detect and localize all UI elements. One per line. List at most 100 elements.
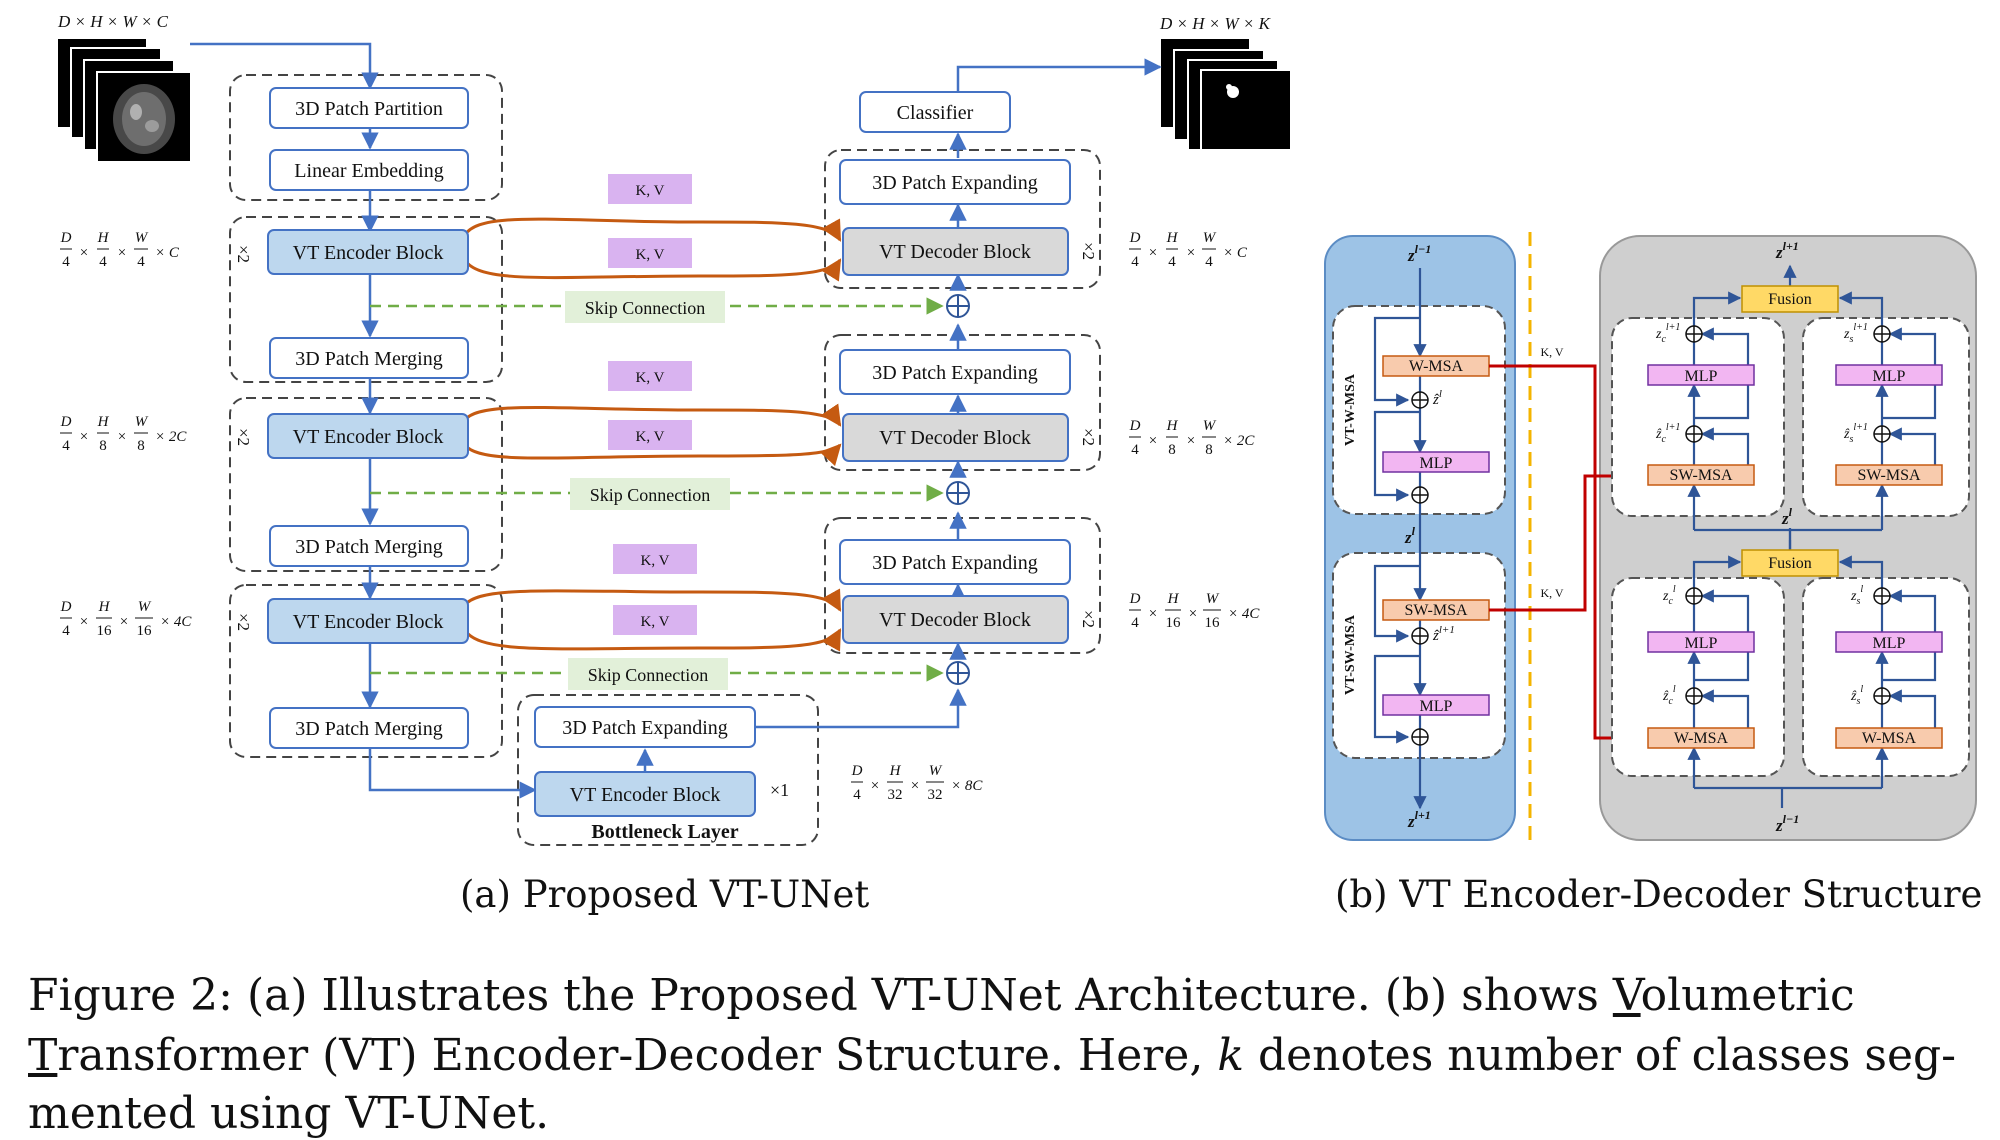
svg-text:H: H bbox=[889, 763, 902, 779]
svg-text:16: 16 bbox=[1166, 615, 1182, 631]
dim-level-1-left: D4 × H4 × W4 × C bbox=[60, 230, 180, 270]
svg-text:D: D bbox=[60, 599, 72, 615]
skip-labels: Skip Connection Skip Connection Skip Con… bbox=[565, 291, 730, 690]
svg-text:W: W bbox=[1206, 591, 1220, 607]
svg-text:D: D bbox=[1129, 591, 1141, 607]
encoder-repeat-labels: ×2 ×2 ×2 bbox=[234, 245, 253, 631]
svg-text:8: 8 bbox=[1205, 442, 1213, 458]
svg-text:×: × bbox=[1189, 606, 1197, 622]
svg-text:D: D bbox=[1129, 418, 1141, 434]
vt-panel-side-labels: VT-W-MSA VT-SW-MSA bbox=[1343, 373, 1358, 695]
svg-text:×: × bbox=[871, 778, 879, 794]
dim-labels: D4 × H4 × W4 × C D4 × H4 × W4 × C D 4 × H… bbox=[60, 230, 1261, 803]
kv-label: K, V bbox=[636, 247, 665, 263]
svg-text:×: × bbox=[1149, 433, 1157, 449]
fusion-box-lower: Fusion bbox=[1768, 555, 1812, 572]
figure-caption-line-1: Figure 2: (a) Illustrates the Proposed V… bbox=[28, 970, 1855, 1021]
svg-text:H: H bbox=[1167, 591, 1180, 607]
bottleneck-group bbox=[517, 694, 819, 846]
patch-merging-2: 3D Patch Merging bbox=[295, 536, 442, 558]
dim-level-2-right: D4 × H8 × W8 × 2C bbox=[1129, 418, 1256, 458]
svg-text:16: 16 bbox=[1205, 615, 1221, 631]
svg-text:W: W bbox=[1203, 230, 1217, 246]
svg-text:×: × bbox=[118, 245, 126, 261]
svg-text:W: W bbox=[929, 763, 943, 779]
svg-text:×: × bbox=[1187, 433, 1195, 449]
svg-text:8: 8 bbox=[137, 438, 145, 454]
decoder-repeat-labels: ×2 ×2 ×2 bbox=[1079, 242, 1098, 628]
sum-node-2 bbox=[946, 481, 970, 505]
svg-text:8: 8 bbox=[99, 438, 107, 454]
svg-text:4: 4 bbox=[99, 254, 107, 270]
mlp-box: MLP bbox=[1873, 368, 1906, 385]
dim-level-4: D4 × H32 × W32 × 8C bbox=[851, 763, 984, 803]
output-image-stack: D × H × W × K bbox=[1159, 14, 1292, 151]
svg-text:H: H bbox=[98, 599, 111, 615]
decoder-repeat-1: ×2 bbox=[1079, 242, 1098, 260]
encoder-flow-arrows bbox=[190, 42, 967, 799]
decoder-expanding-3: 3D Patch Expanding bbox=[872, 552, 1038, 574]
decoder-c-lower-group bbox=[1611, 577, 1785, 777]
svg-text:D: D bbox=[851, 763, 863, 779]
sum-node-1 bbox=[946, 294, 970, 318]
zs-l1-label: zsl+1 bbox=[1843, 322, 1868, 345]
encoder-block-2: VT Encoder Block bbox=[293, 426, 444, 448]
svg-text:16: 16 bbox=[97, 623, 113, 639]
kv-arrows bbox=[463, 217, 842, 652]
patch-merging-1: 3D Patch Merging bbox=[295, 348, 442, 370]
sw-msa-box: SW-MSA bbox=[1857, 467, 1921, 484]
zhatc-l1-label: ẑcl+1 bbox=[1655, 422, 1680, 445]
input-dim-label: D × H × W × C bbox=[57, 12, 169, 31]
zc-l1-label: zcl+1 bbox=[1655, 322, 1680, 345]
skip-connection-label: Skip Connection bbox=[590, 485, 711, 505]
encoder-boxes: 3D Patch Partition Linear Embedding VT E… bbox=[267, 87, 469, 749]
classifier-box: Classifier bbox=[897, 102, 974, 124]
svg-text:K, V: K, V bbox=[1540, 586, 1563, 600]
output-dim-label: D × H × W × K bbox=[1159, 14, 1272, 33]
sw-msa-box: SW-MSA bbox=[1669, 467, 1733, 484]
svg-text:H: H bbox=[1166, 418, 1179, 434]
svg-text:32: 32 bbox=[888, 787, 903, 803]
svg-text:W: W bbox=[138, 599, 152, 615]
kv-red-labels: K, V K, V bbox=[1540, 345, 1563, 600]
linear-embedding-box: Linear Embedding bbox=[294, 160, 443, 182]
patch-partition-box: 3D Patch Partition bbox=[295, 98, 443, 120]
encoder-block-1: VT Encoder Block bbox=[293, 242, 444, 264]
vt-decoder-z-labels: zl+1 zl zl−1 zcl+1 ẑcl+1 zsl+1 ẑsl+1 zcl… bbox=[1655, 239, 1868, 835]
vt-decoder-boxes: Fusion Fusion MLP SW-MSA MLP SW-MSA MLP … bbox=[1647, 285, 1943, 749]
patch-merging-3: 3D Patch Merging bbox=[295, 718, 442, 740]
figure-caption-line-3: mented using VT-UNet. bbox=[28, 1088, 550, 1139]
svg-text:16: 16 bbox=[137, 623, 153, 639]
svg-text:D: D bbox=[60, 414, 72, 430]
bottleneck-expanding-box: 3D Patch Expanding bbox=[562, 717, 728, 739]
zhats-l1-label: ẑsl+1 bbox=[1843, 422, 1868, 445]
vt-encoder-boxes: W-MSA MLP SW-MSA MLP bbox=[1382, 355, 1490, 716]
skip-connection-label: Skip Connection bbox=[585, 298, 706, 318]
z-l-middle: zl bbox=[1781, 505, 1793, 528]
sw-msa-box: SW-MSA bbox=[1404, 602, 1468, 619]
dim-level-1-right: D4 × H4 × W4 × C bbox=[1129, 230, 1248, 270]
svg-text:× 2C: × 2C bbox=[155, 429, 187, 445]
decoder-expanding-1: 3D Patch Expanding bbox=[872, 172, 1038, 194]
skip-connection-label: Skip Connection bbox=[588, 665, 709, 685]
kv-label: K, V bbox=[636, 370, 665, 386]
decoder-block-2: VT Decoder Block bbox=[879, 427, 1031, 449]
mlp-box: MLP bbox=[1420, 455, 1453, 472]
svg-text:×: × bbox=[80, 429, 88, 445]
zs-l-label: zsl bbox=[1850, 584, 1863, 607]
mlp-box: MLP bbox=[1873, 635, 1906, 652]
skip-connection-arrows bbox=[370, 297, 944, 682]
svg-text:× C: × C bbox=[1223, 245, 1248, 261]
w-msa-box: W-MSA bbox=[1674, 730, 1729, 747]
dim-level-3-left: D4 × H16 × W16 × 4C bbox=[60, 599, 193, 639]
decoder-expanding-2: 3D Patch Expanding bbox=[872, 362, 1038, 384]
svg-text:×: × bbox=[1149, 606, 1157, 622]
fusion-box-upper: Fusion bbox=[1768, 291, 1812, 308]
mlp-box: MLP bbox=[1685, 635, 1718, 652]
decoder-s-lower-group bbox=[1802, 577, 1970, 777]
zc-l-label: zcl bbox=[1662, 584, 1676, 607]
svg-text:32: 32 bbox=[928, 787, 943, 803]
z-l-mid: zl bbox=[1404, 524, 1416, 547]
kv-label: K, V bbox=[636, 183, 665, 199]
